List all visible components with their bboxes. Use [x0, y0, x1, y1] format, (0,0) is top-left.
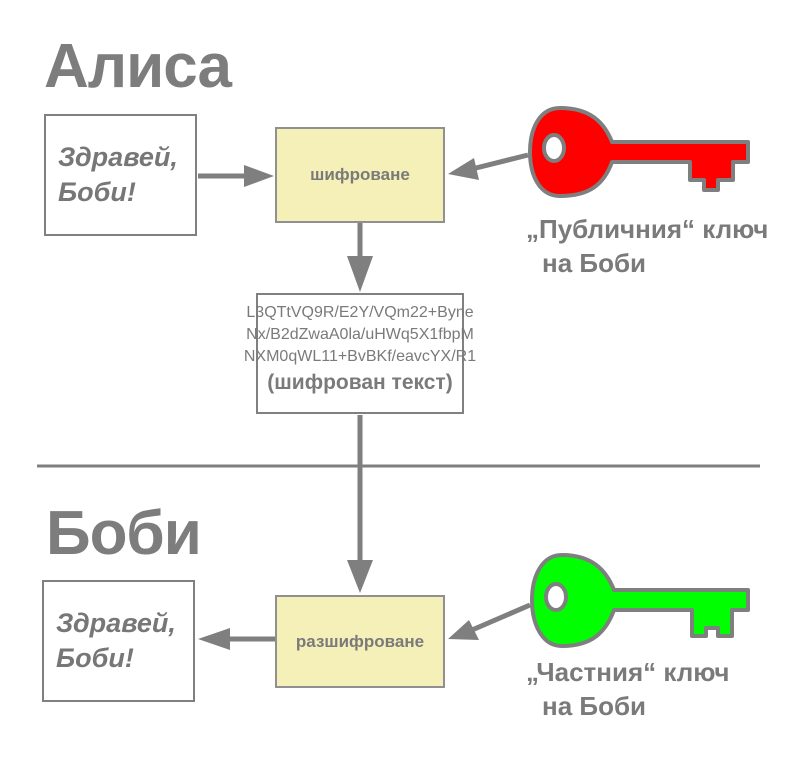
ciphertext-line-2: Nx/B2dZwaA0la/uHWq5X1fbpM [246, 326, 474, 343]
bob-message-box: Здравей, Боби! [42, 580, 195, 702]
private-key-label-line1: „Частния“ ключ [526, 657, 730, 687]
ciphertext-line-1: L3QTtVQ9R/E2Y/VQm22+Byne [246, 304, 474, 321]
alice-message-line1: Здравей, [58, 141, 178, 172]
ciphertext-text: L3QTtVQ9R/E2Y/VQm22+Byne Nx/B2dZwaA0la/u… [220, 302, 500, 394]
public-key-label: „Публичния“ ключ на Боби [526, 213, 768, 281]
bob-title: Боби [46, 499, 202, 568]
bob-message-line1: Здравей, [56, 607, 176, 638]
green-key-icon [530, 553, 750, 648]
arrow-encrypt-to-ciphertext [347, 223, 373, 292]
decrypt-label: разшифроване [295, 631, 425, 651]
encrypt-box: шифроване [275, 127, 445, 223]
alice-message-line2: Боби! [58, 177, 136, 207]
arrow-message-to-encrypt [198, 165, 274, 187]
arrow-public-key-to-encrypt [448, 152, 529, 180]
encrypt-label: шифроване [310, 165, 410, 184]
arrow-decrypt-to-message [198, 628, 275, 650]
ciphertext-box [256, 293, 464, 414]
bob-message-line2: Боби! [56, 643, 134, 673]
ciphertext-label: (шифрован текст) [267, 371, 453, 394]
public-key-label-line1: „Публичния“ ключ [526, 214, 769, 244]
alice-message-box: Здравей, Боби! [44, 114, 197, 236]
alice-title: Алиса [44, 32, 232, 101]
ciphertext-line-3: NXM0qWL11+BvBKf/eavcYX/R1 [243, 348, 477, 365]
red-key-icon [528, 106, 750, 198]
arrow-ciphertext-to-decrypt [347, 415, 373, 593]
private-key-label: „Частния“ ключ на Боби [526, 656, 730, 724]
arrow-private-key-to-decrypt [448, 602, 531, 640]
decrypt-box: разшифроване [275, 595, 445, 688]
public-key-label-line2: на Боби [542, 247, 646, 278]
private-key-label-line2: на Боби [542, 690, 646, 721]
